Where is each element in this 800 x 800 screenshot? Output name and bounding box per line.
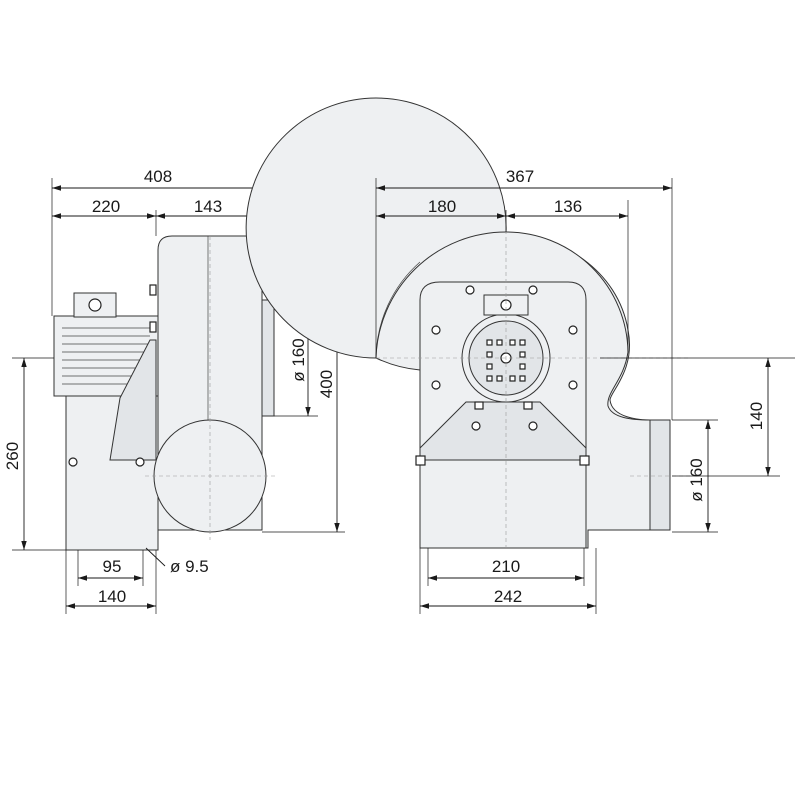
dim-foot-hole-spacing: 95 bbox=[103, 557, 122, 576]
front-dim-left-to-center: 180 bbox=[428, 197, 456, 216]
housing-bolt-upper bbox=[149, 284, 157, 296]
outlet-flange bbox=[649, 419, 671, 531]
front-view: 367 180 136 140 ø 160 210 242 bbox=[245, 97, 795, 614]
dim-shaft-height: 260 bbox=[3, 442, 22, 470]
front-dim-base-hole-spacing: 210 bbox=[492, 557, 520, 576]
front-dim-total-width: 367 bbox=[506, 167, 534, 186]
dim-motor-side: 220 bbox=[92, 197, 120, 216]
front-dim-base-width: 242 bbox=[494, 587, 522, 606]
housing-flange bbox=[261, 299, 275, 417]
front-dim-center-to-right: 136 bbox=[554, 197, 582, 216]
dim-total-width: 408 bbox=[144, 167, 172, 186]
base-bolt-right bbox=[135, 457, 145, 467]
base-bolt-left bbox=[68, 457, 78, 467]
side-view: 408 220 143 45 ø 160 400 260 95 140 ø 9.… bbox=[3, 167, 345, 614]
dim-housing: 143 bbox=[194, 197, 222, 216]
dim-total-height: 400 bbox=[317, 370, 336, 398]
front-dim-outlet-offset: 140 bbox=[747, 402, 766, 430]
housing-bolt-lower bbox=[149, 321, 157, 333]
dim-foot-width: 140 bbox=[98, 587, 126, 606]
motor-bracket bbox=[109, 339, 157, 461]
dim-hole-diameter: ø 9.5 bbox=[170, 557, 209, 576]
front-dim-outlet-diameter: ø 160 bbox=[687, 458, 706, 501]
terminal-gland-icon bbox=[88, 298, 102, 312]
motor-bolt-grid bbox=[486, 339, 526, 382]
dim-outlet-diameter: ø 160 bbox=[289, 338, 308, 381]
